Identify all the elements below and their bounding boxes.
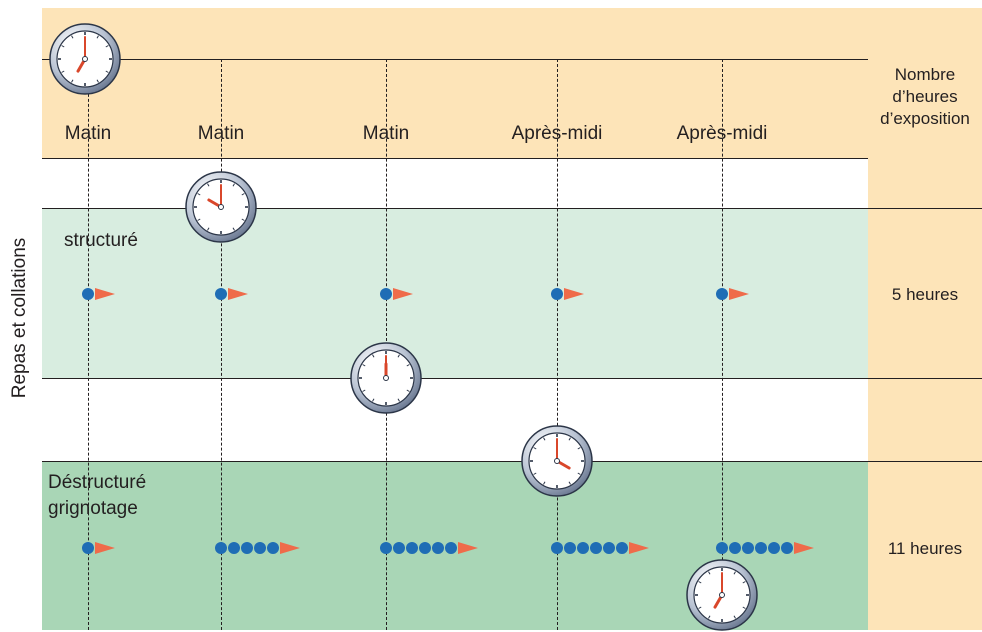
clock-icon: [184, 170, 258, 244]
meal-dot: [393, 542, 405, 554]
meal-dot: [445, 542, 457, 554]
row-label-structure: structuré: [64, 230, 138, 251]
meal-dot: [768, 542, 780, 554]
hline-row1-top: [42, 208, 982, 209]
meal-marker-destructure: [716, 541, 814, 555]
column-label: Matin: [197, 123, 245, 144]
hours-destructure: 11 heures: [887, 539, 963, 558]
hline-row2-top: [42, 461, 982, 462]
meal-dot: [603, 542, 615, 554]
meal-dot: [215, 288, 227, 300]
meal-marker-structure: [380, 287, 413, 301]
meal-marker-destructure: [215, 541, 300, 555]
column-line: [557, 59, 558, 630]
meal-dot: [564, 542, 576, 554]
arrow-icon: [629, 542, 649, 554]
column-label: Matin: [64, 123, 112, 144]
arrow-icon: [794, 542, 814, 554]
meal-dot: [716, 542, 728, 554]
meal-dot: [82, 288, 94, 300]
meal-dot: [432, 542, 444, 554]
row-label-destructure: Déstructuré grignotage: [48, 472, 147, 519]
hline-row1-bottom: [42, 378, 982, 379]
hline-header-bottom: [42, 158, 868, 159]
meal-marker-destructure: [82, 541, 115, 555]
meal-dot: [781, 542, 793, 554]
meal-marker-structure: [215, 287, 248, 301]
arrow-icon: [95, 288, 115, 300]
meal-dot: [755, 542, 767, 554]
clock-icon: [349, 341, 423, 415]
meal-dot: [729, 542, 741, 554]
meal-dot: [590, 542, 602, 554]
meal-dot: [241, 542, 253, 554]
meal-dot: [419, 542, 431, 554]
hline-top: [42, 59, 868, 60]
meal-marker-structure: [551, 287, 584, 301]
column-line: [88, 59, 89, 630]
meal-dot: [716, 288, 728, 300]
clock-icon: [685, 558, 759, 632]
meal-dot: [228, 542, 240, 554]
meal-dot: [616, 542, 628, 554]
hours-structure: 5 heures: [891, 285, 959, 304]
header-band: [42, 8, 868, 158]
arrow-icon: [564, 288, 584, 300]
y-axis-label: Repas et collations: [9, 237, 30, 399]
column-label: Matin: [362, 123, 410, 144]
arrow-icon: [729, 288, 749, 300]
arrow-icon: [458, 542, 478, 554]
meal-dot: [742, 542, 754, 554]
arrow-icon: [393, 288, 413, 300]
meal-dot: [577, 542, 589, 554]
arrow-icon: [95, 542, 115, 554]
meal-dot: [551, 288, 563, 300]
meal-marker-structure: [716, 287, 749, 301]
column-line: [722, 59, 723, 630]
clock-icon: [48, 22, 122, 96]
arrow-icon: [280, 542, 300, 554]
right-column: [868, 8, 982, 630]
column-label: Après-midi: [511, 123, 603, 144]
meal-marker-structure: [82, 287, 115, 301]
meal-dot: [254, 542, 266, 554]
meal-marker-destructure: [380, 541, 478, 555]
meal-dot: [215, 542, 227, 554]
hours-header: Nombre d’heures d’exposition: [880, 65, 970, 128]
meal-dot: [82, 542, 94, 554]
meal-marker-destructure: [551, 541, 649, 555]
meal-dot: [551, 542, 563, 554]
meal-dot: [406, 542, 418, 554]
column-line: [221, 59, 222, 630]
arrow-icon: [228, 288, 248, 300]
meal-dot: [267, 542, 279, 554]
meal-dot: [380, 288, 392, 300]
column-label: Après-midi: [676, 123, 768, 144]
meal-dot: [380, 542, 392, 554]
clock-icon: [520, 424, 594, 498]
